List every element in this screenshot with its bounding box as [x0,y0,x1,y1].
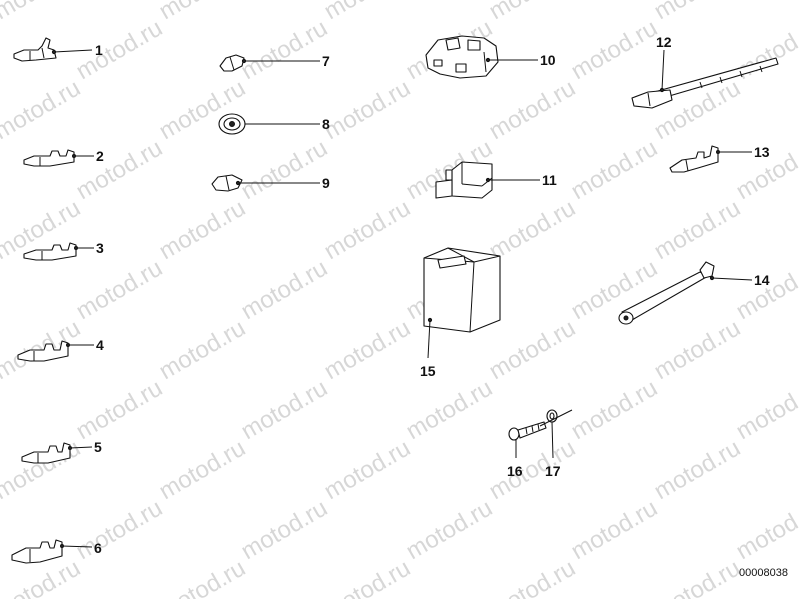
part-3-flat-connector-icon[interactable]: 3 [23,240,104,261]
watermark-text: motod.ru [72,134,168,205]
watermark-text: motod.ru [732,494,799,565]
part-number-8: 8 [322,116,330,132]
watermark-text: motod.ru [402,374,498,445]
part-7-round-plug-icon[interactable]: 7 [219,53,330,72]
watermark-text: motod.ru [567,374,663,445]
watermark-text: motod.ru [155,0,251,25]
watermark-text: motod.ru [650,554,746,599]
watermark-text: motod.ru [155,554,251,599]
part-number-17: 17 [545,463,561,479]
watermark-text: motod.ru [567,254,663,325]
part-16-screw-icon[interactable]: 16 [507,421,547,479]
part-2-flat-connector-icon[interactable]: 2 [23,148,104,167]
part-number-5: 5 [94,439,102,455]
part-number-4: 4 [96,337,104,353]
watermark-text: motod.ru [155,434,251,505]
watermark-text: motod.ru [237,374,333,445]
watermark-text: motod.ru [72,494,168,565]
watermark-text: motod.ru [237,254,333,325]
watermark-text: motod.ru [0,374,2,445]
watermark-text: motod.ru [72,254,168,325]
watermark-text: motod.ru [402,494,498,565]
watermark-text: motod.ru [320,434,416,505]
watermark-text: motod.ru [0,14,2,85]
part-12-cable-tie-icon[interactable]: 12 [631,34,779,109]
watermark-text: motod.ru [650,194,746,265]
part-8-rubber-grommet-icon[interactable]: 8 [218,113,330,135]
part-13-flat-connector-icon[interactable]: 13 [669,144,770,173]
watermark-text: motod.ru [237,134,333,205]
part-15-protective-cap-icon[interactable]: 15 [420,247,501,379]
watermark-text: motod.ru [0,494,2,565]
watermark-text: motod.ru [320,554,416,599]
part-number-3: 3 [96,240,104,256]
part-17-washer-icon[interactable]: 17 [539,409,573,479]
part-number-7: 7 [322,53,330,69]
watermark-text: motod.ru [72,374,168,445]
watermark-text: motod.ru [237,494,333,565]
watermark-text: motod.ru [567,494,663,565]
watermark-text: motod.ru [567,134,663,205]
watermark-text: motod.ru [485,434,581,505]
watermark-text: motod.ru [485,554,581,599]
part-number-10: 10 [540,52,556,68]
watermark-text: motod.ru [320,194,416,265]
watermark-text: motod.ru [155,74,251,145]
part-number-14: 14 [754,272,770,288]
watermark-text: motod.ru [0,254,2,325]
watermark-text: motod.ru [650,314,746,385]
watermark-text: motod.ru [0,0,85,25]
part-9-round-plug-icon[interactable]: 9 [211,174,330,192]
watermark-text: motod.ru [485,314,581,385]
part-number-9: 9 [322,175,330,191]
part-number-15: 15 [420,363,436,379]
part-number-13: 13 [754,144,770,160]
diagram-code: 00008038 [739,567,788,579]
part-number-16: 16 [507,463,523,479]
watermark-text: motod.ru [650,434,746,505]
part-4-flat-connector-icon[interactable]: 4 [17,337,104,362]
watermark-text: motod.ru [732,374,799,445]
watermark-text: motod.ru [320,74,416,145]
watermark-text: motod.ru [567,14,663,85]
part-number-2: 2 [96,148,104,164]
watermark-text: motod.ru [732,254,799,325]
part-number-12: 12 [656,34,672,50]
watermark-text: motod.ru [0,134,2,205]
watermark-text: motod.ru [485,194,581,265]
part-11-socket-housing-icon[interactable]: 11 [435,161,557,199]
watermark-text: motod.ru [0,74,85,145]
watermark-text: motod.ru [485,0,581,25]
watermark-text: motod.ru [155,194,251,265]
watermark-text: motod.ru [155,314,251,385]
watermark-text: motod.ru [320,314,416,385]
watermark-text: motod.ru [0,434,85,505]
watermark-text: motod.ru [485,74,581,145]
part-number-6: 6 [94,540,102,556]
watermark-text: motod.ru [650,0,746,25]
part-10-connector-housing-icon[interactable]: 10 [425,35,556,79]
part-5-flat-connector-icon[interactable]: 5 [21,439,102,464]
part-number-11: 11 [542,172,557,188]
part-6-flat-connector-large-icon[interactable]: 6 [11,539,102,564]
watermark-text: motod.ru [237,14,333,85]
watermark-text: motod.ru [320,0,416,25]
part-14-holder-strap-icon[interactable]: 14 [618,261,770,325]
part-1-terminal-lug-icon[interactable]: 1 [13,37,103,62]
part-number-1: 1 [95,42,103,58]
